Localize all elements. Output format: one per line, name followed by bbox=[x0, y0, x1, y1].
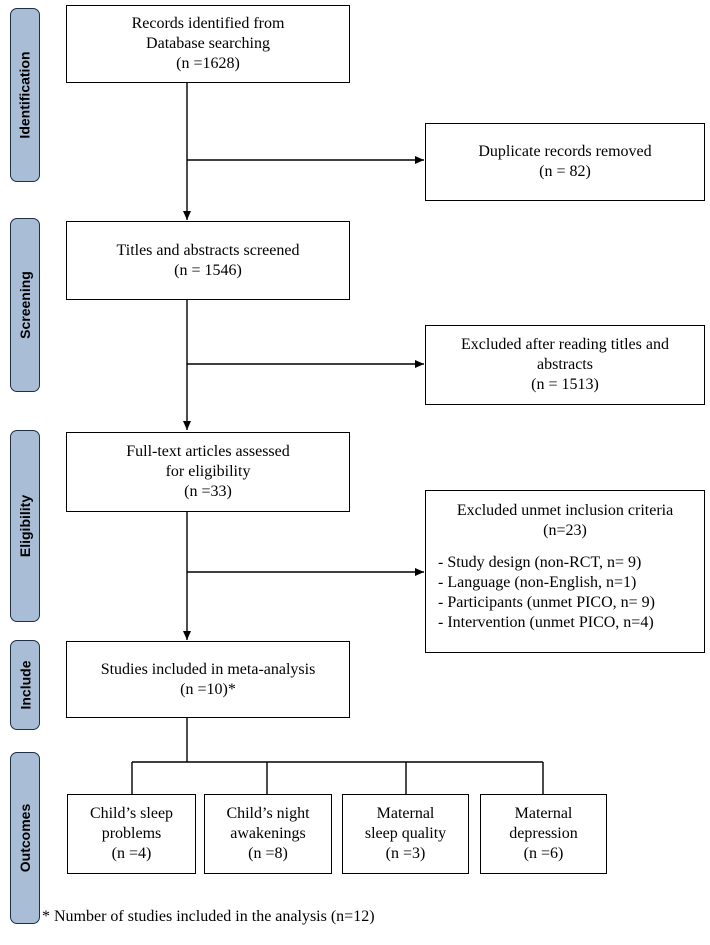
outcome-maternal-depression-box: Maternal depression (n =6) bbox=[480, 794, 607, 874]
phase-include: Include bbox=[10, 640, 40, 730]
records-identified-box: Records identified from Database searchi… bbox=[66, 5, 350, 83]
studies-included-box: Studies included in meta-analysis (n =10… bbox=[66, 641, 350, 718]
outcome-maternal-sleep-quality-box: Maternal sleep quality (n =3) bbox=[342, 794, 469, 874]
full-text-assessed-box: Full-text articles assessed for eligibil… bbox=[66, 432, 350, 512]
duplicates-removed-box: Duplicate records removed (n = 82) bbox=[425, 123, 705, 201]
criteria-item: - Intervention (unmet PICO, n=4) bbox=[438, 614, 654, 631]
excluded-criteria-title: Excluded unmet inclusion criteria bbox=[456, 502, 674, 519]
outcome-child-night-awakenings-box: Child’s night awakenings (n =8) bbox=[204, 794, 332, 874]
outcome-child-sleep-problems-box: Child’s sleep problems (n =4) bbox=[67, 794, 196, 874]
excluded-titles-abstracts-box: Excluded after reading titles and abstra… bbox=[425, 325, 705, 405]
criteria-item: - Participants (unmet PICO, n= 9) bbox=[438, 594, 655, 611]
phase-identification: Identification bbox=[10, 8, 40, 182]
footnote: * Number of studies included in the anal… bbox=[42, 908, 375, 925]
titles-abstracts-screened-box: Titles and abstracts screened (n = 1546) bbox=[66, 221, 350, 300]
phase-eligibility: Eligibility bbox=[10, 430, 40, 622]
criteria-item: - Language (non-English, n=1) bbox=[438, 574, 637, 591]
excluded-criteria-count: (n=23) bbox=[543, 522, 587, 539]
excluded-criteria-box: Excluded unmet inclusion criteria (n=23)… bbox=[425, 490, 705, 653]
criteria-item: - Study design (non-RCT, n= 9) bbox=[438, 554, 642, 571]
phase-outcomes: Outcomes bbox=[10, 752, 40, 924]
phase-screening: Screening bbox=[10, 218, 40, 392]
